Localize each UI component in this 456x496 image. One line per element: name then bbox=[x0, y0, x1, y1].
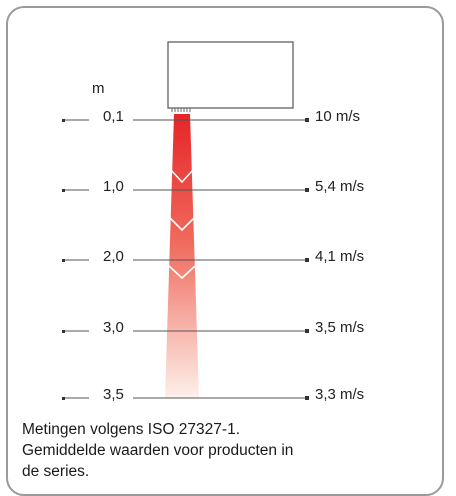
distance-label-1: 1,0 bbox=[103, 178, 124, 195]
velocity-label-2: 4,1 m/s bbox=[315, 248, 365, 265]
distance-unit-label: m bbox=[92, 80, 105, 97]
measurement-caption: Metingen volgens ISO 27327-1. Gemiddelde… bbox=[22, 419, 412, 482]
distance-label-4: 3,5 bbox=[103, 386, 124, 403]
caption-line-2: Gemiddelde waarden voor producten in bbox=[22, 442, 294, 459]
velocity-label-0: 10 m/s bbox=[315, 108, 361, 125]
caption-line-1: Metingen volgens ISO 27327-1. bbox=[22, 421, 240, 438]
velocity-label-1: 5,4 m/s bbox=[315, 178, 365, 195]
measurement-lines bbox=[62, 118, 309, 400]
air-curtain-unit bbox=[167, 41, 294, 109]
velocity-label-4: 3,3 m/s bbox=[315, 386, 365, 403]
unit-outlet-grille bbox=[170, 107, 292, 112]
caption-line-3: de series. bbox=[22, 463, 90, 480]
distance-label-0: 0,1 bbox=[103, 108, 124, 125]
jet-flow-chevrons bbox=[168, 169, 196, 280]
velocity-label-3: 3,5 m/s bbox=[315, 319, 365, 336]
air-jet bbox=[165, 114, 199, 398]
distance-label-2: 2,0 bbox=[103, 248, 124, 265]
distance-label-3: 3,0 bbox=[103, 319, 124, 336]
